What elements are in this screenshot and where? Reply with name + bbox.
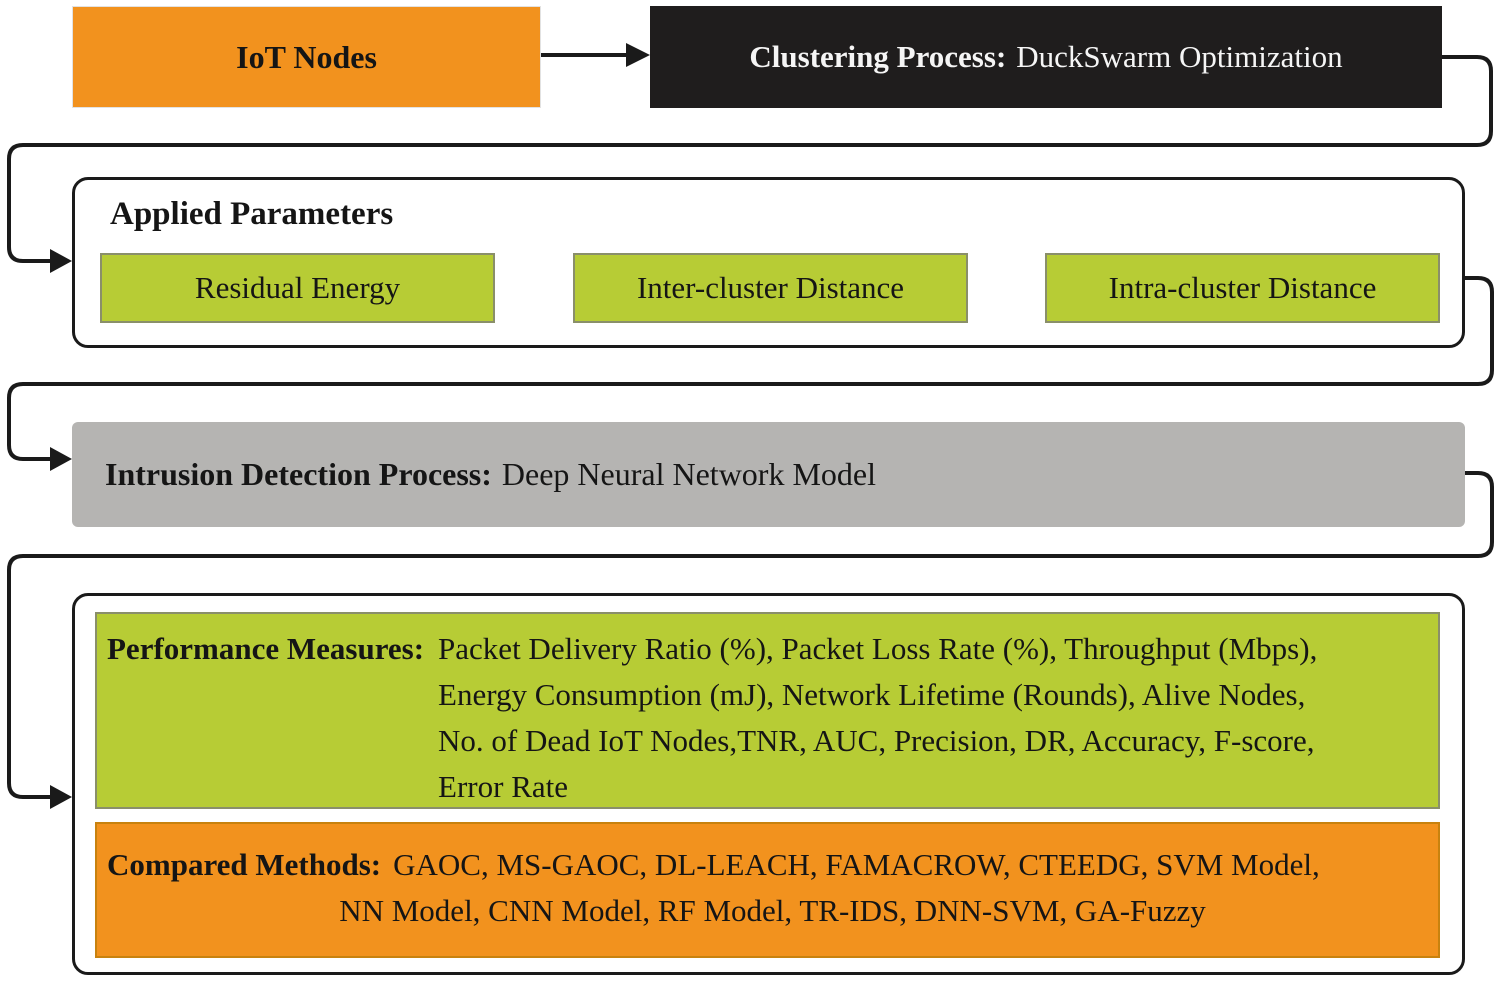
intrusion-detection-value: Deep Neural Network Model	[501, 456, 876, 492]
performance-line: Energy Consumption (mJ), Network Lifetim…	[438, 677, 1306, 712]
compared-methods-line: GAOC, MS-GAOC, DL-LEACH, FAMACROW, CTEED…	[393, 847, 1320, 882]
clustering-process-value: DuckSwarm Optimization	[1016, 39, 1343, 74]
performance-line: No. of Dead IoT Nodes,TNR, AUC, Precisio…	[438, 723, 1315, 758]
intrusion-detection-label: Intrusion Detection Process:	[105, 456, 492, 492]
clustering-process-label: Clustering Process:	[749, 39, 1007, 74]
param-intra-cluster-distance-label: Intra-cluster Distance	[1108, 270, 1377, 305]
param-intra-cluster-distance: Intra-cluster Distance	[1045, 253, 1440, 323]
performance-line: Error Rate	[438, 769, 569, 804]
performance-measures-box: Performance Measures: Packet Delivery Ra…	[95, 612, 1440, 809]
arrowhead-intrusion	[50, 447, 72, 471]
param-residual-energy-label: Residual Energy	[194, 270, 401, 305]
applied-parameters-title: Applied Parameters	[110, 196, 394, 232]
iot-nodes-box: IoT Nodes	[72, 6, 541, 108]
performance-line: Packet Delivery Ratio (%), Packet Loss R…	[438, 631, 1318, 666]
arrowhead-applied	[50, 249, 72, 273]
connector-applied-to-intrusion	[7, 276, 1494, 461]
compared-methods-label: Compared Methods:	[107, 847, 382, 882]
iot-nodes-label: IoT Nodes	[236, 38, 377, 75]
param-inter-cluster-distance-label: Inter-cluster Distance	[636, 270, 905, 305]
compared-methods-row2: NN Model, CNN Model, RF Model, TR-IDS, D…	[339, 893, 1206, 928]
intrusion-detection-box: Intrusion Detection Process: Deep Neural…	[72, 422, 1465, 527]
compared-methods-box: Compared Methods: GAOC, MS-GAOC, DL-LEACH…	[95, 822, 1440, 958]
arrowhead-results	[50, 785, 72, 809]
connector-intrusion-to-results	[7, 471, 1494, 799]
param-inter-cluster-distance: Inter-cluster Distance	[573, 253, 968, 323]
connector-clustering-to-applied	[7, 55, 1493, 263]
arrowhead-clustering	[626, 43, 650, 67]
performance-measures-label: Performance Measures:	[107, 631, 425, 666]
performance-measures-lines: Packet Delivery Ratio (%), Packet Loss R…	[438, 626, 1317, 810]
param-residual-energy: Residual Energy	[100, 253, 495, 323]
compared-methods-row1: Compared Methods: GAOC, MS-GAOC, DL-LEACH…	[107, 842, 1438, 888]
clustering-process-box: Clustering Process: DuckSwarm Optimizati…	[650, 6, 1442, 108]
